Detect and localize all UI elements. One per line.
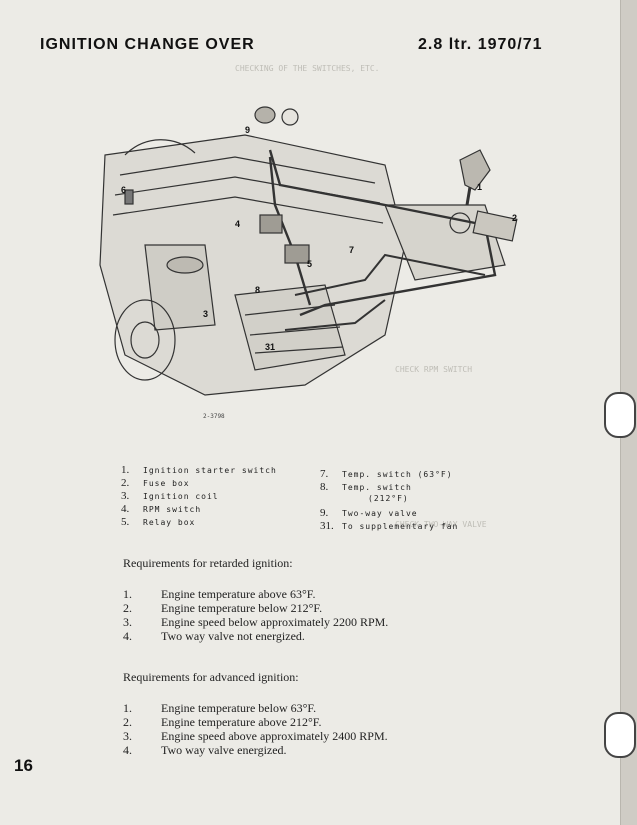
- requirement-item: 4.Two way valve energized.: [123, 743, 287, 757]
- callout-label: 3: [203, 309, 208, 319]
- engine-wiring-diagram: 1 2 3 4 5 6 7 8 9 31 2-3798: [99, 106, 518, 420]
- callout-label: 8: [255, 285, 260, 295]
- callout-label: 1: [477, 182, 482, 192]
- callout-label: 2: [512, 213, 517, 223]
- legend-item: 3.Ignition coil: [121, 490, 219, 502]
- page-title: IGNITION CHANGE OVER: [40, 36, 255, 53]
- requirement-item: 1.Engine temperature above 63°F.: [123, 587, 316, 601]
- binder-hole: [604, 392, 636, 438]
- legend-item: 2.Fuse box: [121, 477, 190, 489]
- legend-item: 8.Temp. switch: [320, 481, 412, 493]
- callout-label: 31: [265, 342, 275, 352]
- requirement-item: 2.Engine temperature below 212°F.: [123, 601, 323, 615]
- bleed-through-text: CHECKING OF THE SWITCHES, ETC.: [235, 64, 380, 73]
- page-number: 16: [14, 756, 33, 775]
- figure-code: 2-3798: [203, 413, 225, 420]
- retarded-heading: Requirements for retarded ignition:: [123, 556, 293, 570]
- bleed-through-text: CHECK TWO-WAY VALVE: [395, 520, 487, 529]
- legend-item: 9.Two-way valve: [320, 507, 418, 519]
- callout-label: 6: [121, 185, 126, 195]
- legend-item: 31.To supplementary fan: [320, 520, 459, 532]
- callout-label: 4: [235, 219, 240, 229]
- requirement-item: 2.Engine temperature above 212°F.: [123, 715, 322, 729]
- callout-label: 7: [349, 245, 354, 255]
- legend-item: 4.RPM switch: [121, 503, 202, 515]
- bleed-through-text: CHECK RPM SWITCH: [395, 365, 473, 374]
- legend-item: 5.Relay box: [121, 516, 196, 528]
- requirement-item: 3.Engine speed above approximately 2400 …: [123, 729, 388, 743]
- requirement-item: 3.Engine speed below approximately 2200 …: [123, 615, 389, 629]
- legend-item: (212°F): [368, 494, 409, 503]
- advanced-heading: Requirements for advanced ignition:: [123, 670, 299, 684]
- callout-label: 9: [245, 125, 250, 135]
- binder-hole: [604, 712, 636, 758]
- requirement-item: 1.Engine temperature below 63°F.: [123, 701, 317, 715]
- legend-item: 1.Ignition starter switch: [121, 464, 277, 476]
- document-page: IGNITION CHANGE OVER 2.8 ltr. 1970/71 CH…: [0, 0, 620, 825]
- model-label: 2.8 ltr. 1970/71: [418, 36, 543, 53]
- legend-item: 7.Temp. switch (63°F): [320, 468, 453, 480]
- requirement-item: 4.Two way valve not energized.: [123, 629, 305, 643]
- callout-label: 5: [307, 259, 312, 269]
